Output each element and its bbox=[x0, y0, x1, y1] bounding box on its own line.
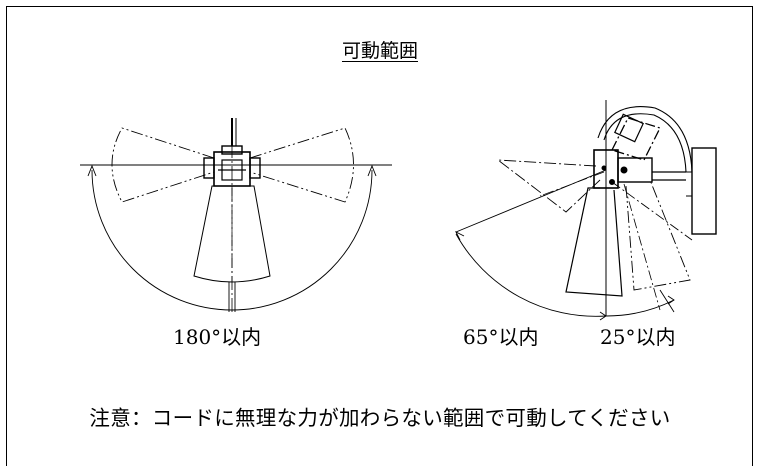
side-range-forward-label: 25°以内 bbox=[600, 325, 676, 349]
diagram-frame bbox=[6, 6, 753, 466]
right-lamp-phantom bbox=[249, 127, 354, 203]
left-lamp-phantom bbox=[111, 127, 215, 203]
lamp-shade-down-side bbox=[565, 187, 623, 297]
lamp-phantom-tilted-back bbox=[496, 159, 601, 213]
side-view bbox=[454, 100, 717, 321]
diagram-title-text: 可動範囲 bbox=[341, 40, 418, 62]
side-range-back-label: 65°以内 bbox=[463, 325, 539, 349]
side-range-arc-back bbox=[455, 233, 607, 317]
diagram-title: 可動範囲 bbox=[0, 36, 760, 63]
lamp-phantom-tilted-forward bbox=[625, 179, 691, 291]
wall-plate bbox=[691, 147, 717, 235]
front-range-label: 180°以内 bbox=[173, 325, 262, 349]
side-range-arc-forward bbox=[605, 299, 675, 317]
front-range-arc bbox=[91, 169, 373, 311]
front-view bbox=[80, 118, 392, 312]
cord-loop bbox=[597, 106, 693, 173]
caution-note: 注意：コードに無理な力が加わらない範囲で可動してください bbox=[89, 406, 671, 430]
